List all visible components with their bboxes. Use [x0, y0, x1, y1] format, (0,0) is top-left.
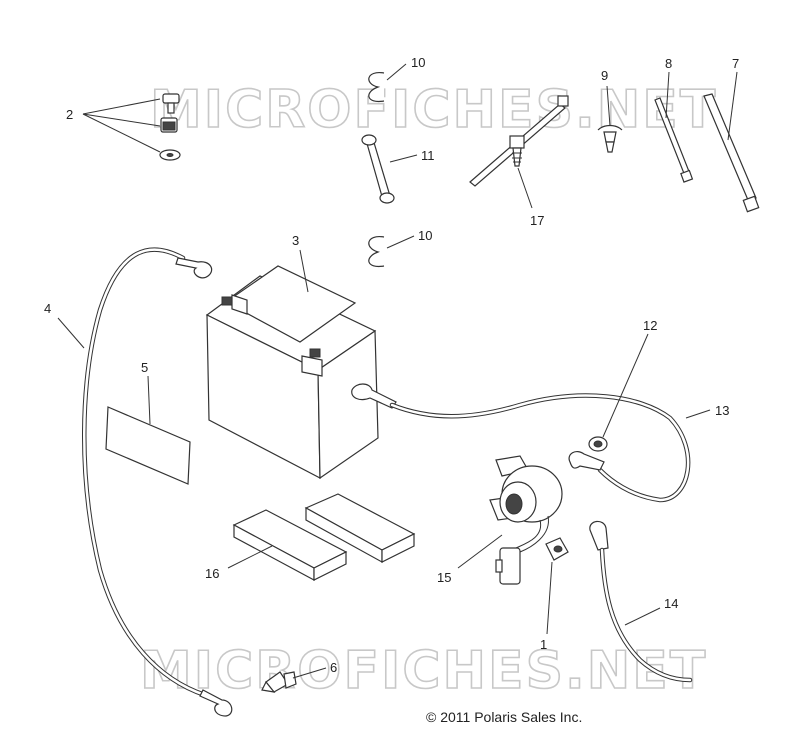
- callout-7: 7: [732, 56, 739, 71]
- part-9-clip: [597, 124, 623, 153]
- part-4-battery-cable: [82, 247, 233, 717]
- part-13-battery-cable: [351, 383, 691, 503]
- callout-10-bottom: 10: [418, 228, 432, 243]
- part-1-nut: [545, 537, 569, 561]
- watermark-top: MICROFICHES.NET: [150, 80, 717, 140]
- callout-8: 8: [665, 56, 672, 71]
- callout-15: 15: [437, 570, 451, 585]
- part-10-clip-top: [368, 72, 385, 103]
- part-10-clip-bottom: [368, 236, 385, 268]
- part-15-solenoid: [489, 455, 563, 585]
- callout-11: 11: [421, 148, 435, 163]
- callout-2: 2: [66, 107, 73, 122]
- part-8-cable-tie: [654, 97, 694, 183]
- callout-4: 4: [44, 301, 51, 316]
- callout-17: 17: [530, 213, 544, 228]
- callout-5: 5: [141, 360, 148, 375]
- callout-9: 9: [601, 68, 608, 83]
- part-17-push-tie: [469, 95, 569, 187]
- callout-14: 14: [664, 596, 678, 611]
- copyright-text: © 2011 Polaris Sales Inc.: [426, 709, 582, 725]
- part-16-pads: [232, 493, 416, 582]
- callout-6: 6: [330, 660, 337, 675]
- part-5-label: [105, 406, 191, 485]
- part-12-nut: [588, 436, 608, 452]
- watermark-bottom: MICROFICHES.NET: [140, 641, 707, 701]
- part-3-battery: [205, 265, 379, 480]
- callout-16: 16: [205, 566, 219, 581]
- callout-10-top: 10: [411, 55, 425, 70]
- part-11-strap: [361, 134, 395, 204]
- part-7-cable-tie: [703, 93, 760, 213]
- callout-1: 1: [540, 637, 547, 652]
- part-14-cable: [589, 520, 693, 683]
- callout-3: 3: [292, 233, 299, 248]
- part-6-screw: [261, 671, 297, 693]
- callout-12: 12: [643, 318, 657, 333]
- callout-13: 13: [715, 403, 729, 418]
- part-2-hardware: [159, 93, 181, 161]
